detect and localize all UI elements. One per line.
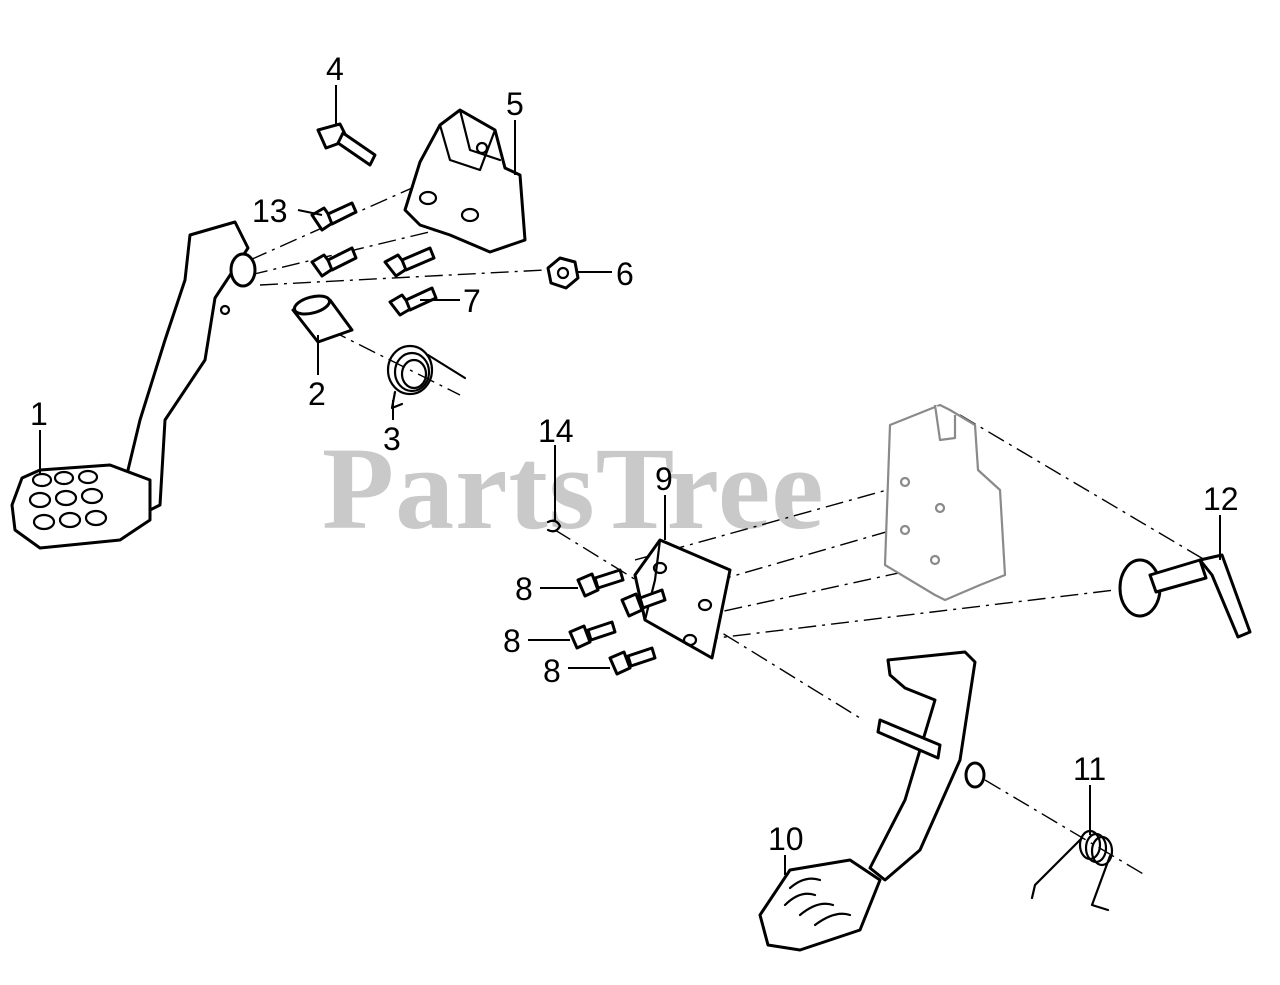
callout-14: 14: [538, 413, 574, 449]
part-6-nut: [546, 256, 580, 290]
mounting-plate: [883, 403, 1007, 602]
callout-13: 13: [252, 193, 288, 229]
part-4-bolt: [316, 122, 377, 167]
part-5-bracket: [403, 108, 527, 254]
callout-6: 6: [616, 256, 634, 292]
part-13-bolts: [310, 201, 358, 278]
callout-4: 4: [326, 51, 344, 87]
part-3-spring: [386, 344, 467, 410]
callout-11: 11: [1073, 751, 1106, 787]
part-8-screws: [568, 568, 667, 676]
callout-8a: 8: [515, 571, 533, 607]
callout-8b: 8: [503, 623, 521, 659]
callout-3: 3: [383, 421, 401, 457]
callout-7: 7: [463, 283, 481, 319]
callout-5: 5: [506, 86, 524, 122]
callout-2: 2: [308, 376, 326, 412]
part-1-pedal: [10, 220, 257, 550]
callout-12: 12: [1203, 481, 1239, 517]
leader-lines: [39, 85, 1221, 875]
part-11-spring: [1030, 829, 1114, 912]
part-10-pedal: [758, 650, 986, 952]
callout-9: 9: [655, 461, 673, 497]
callout-8c: 8: [543, 653, 561, 689]
callout-10: 10: [768, 821, 804, 857]
part-14-clip: [546, 519, 562, 533]
part-2-spacer: [291, 294, 354, 344]
part-9-block: [633, 538, 732, 660]
part-12-knob: [1118, 553, 1252, 639]
watermark-brand: PartsTree: [322, 423, 825, 554]
callout-1: 1: [30, 396, 48, 432]
part-7-bolts: [383, 246, 438, 317]
callout-labels: 1 2 3 4 5 6 7 8 8 8 9 10 11 12 13 14: [30, 51, 1239, 857]
